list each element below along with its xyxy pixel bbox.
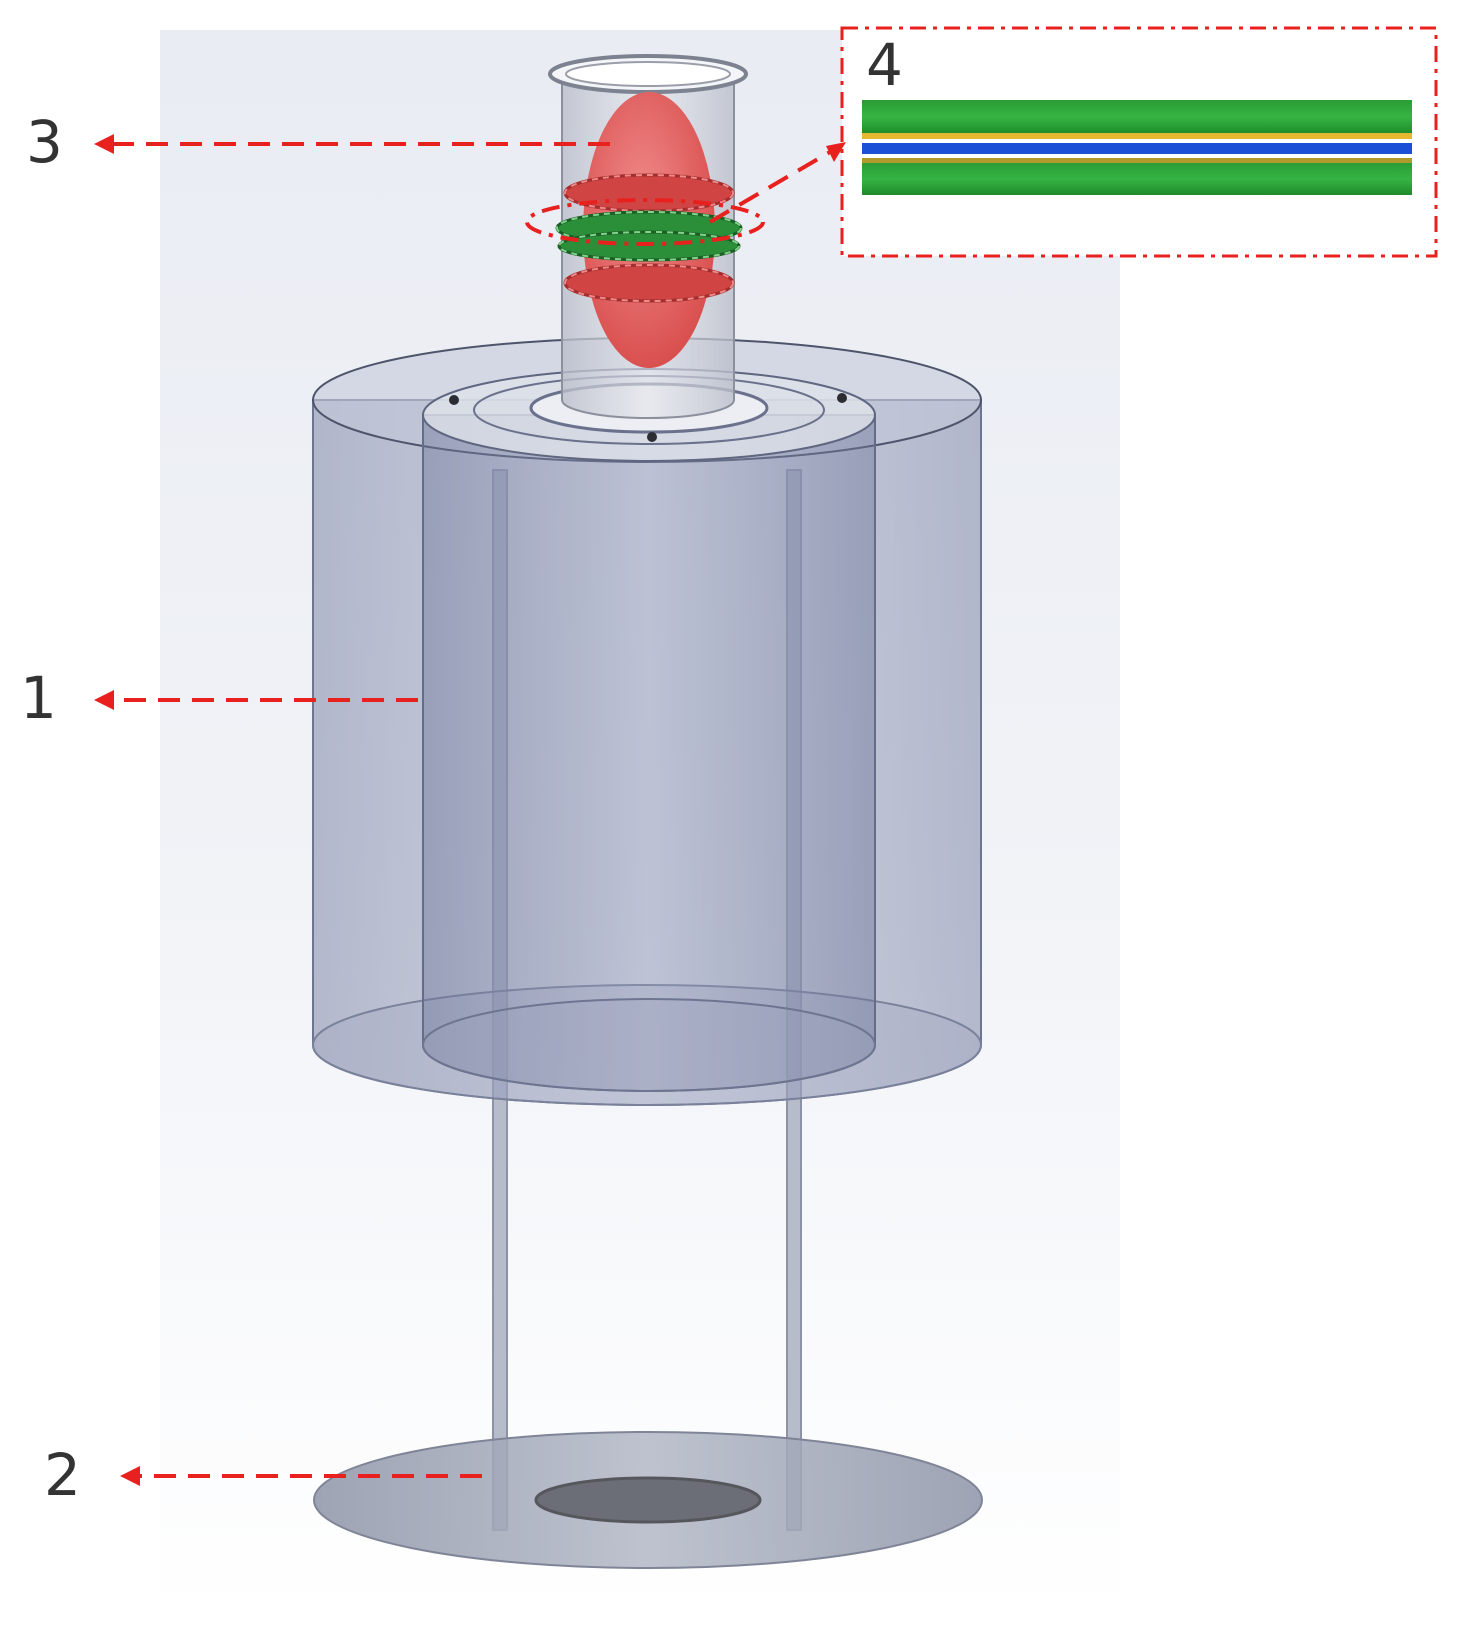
inner-vessel <box>422 368 876 1092</box>
callout-label-2: 2 <box>44 1441 81 1509</box>
callout-label-1: 1 <box>20 664 57 732</box>
callout-arrows <box>112 142 832 1478</box>
callout-arrow-4 <box>708 150 832 224</box>
callout-label-3: 3 <box>26 108 63 176</box>
base-plate <box>313 1431 983 1569</box>
coil-highlight <box>525 198 765 246</box>
layer-inset <box>840 26 1438 258</box>
callout-arrowheads <box>94 134 846 1486</box>
callout-label-4: 4 <box>866 31 903 99</box>
